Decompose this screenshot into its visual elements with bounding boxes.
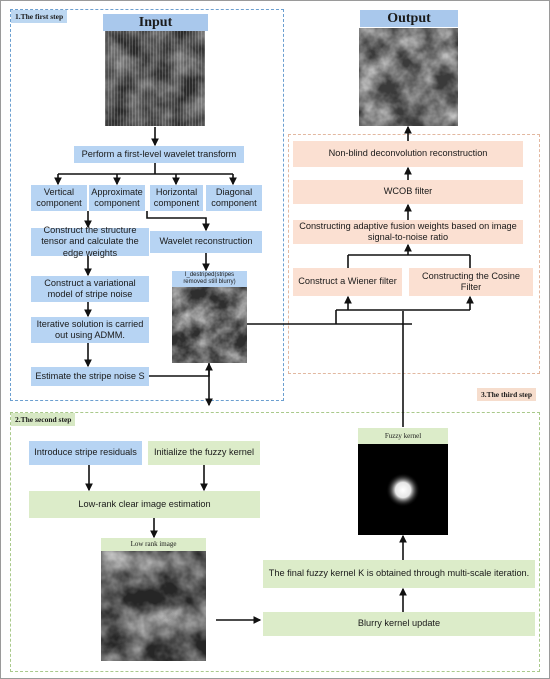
input-title: Input (103, 14, 208, 31)
admm-box: Iterative solution is carried out using … (31, 317, 149, 343)
output-title: Output (360, 10, 458, 27)
output-image (359, 28, 458, 126)
wavelet-transform-box: Perform a first-level wavelet transform (74, 146, 244, 163)
nonblind-deconvolution-box: Non-blind deconvolution reconstruction (293, 141, 523, 167)
low-rank-caption: Low rank image (101, 538, 206, 551)
wavelet-reconstruction-box: Wavelet reconstruction (150, 231, 262, 253)
horizontal-component-box: Horizontal component (150, 185, 203, 211)
initialize-kernel-box: Initialize the fuzzy kernel (148, 441, 260, 465)
first-step-panel (10, 9, 284, 401)
destriped-caption: I_destriped(stripes removed still blurry… (172, 271, 247, 287)
diagonal-component-box: Diagonal component (206, 185, 262, 211)
fuzzy-kernel-image (358, 444, 448, 535)
third-step-panel (288, 134, 540, 374)
blurry-kernel-update-box: Blurry kernel update (263, 612, 535, 636)
fuzzy-kernel-caption: Fuzzy kernel (358, 428, 448, 444)
first-step-label: 1.The first step (11, 10, 68, 23)
variational-model-box: Construct a variational model of stripe … (31, 276, 149, 302)
stripe-residuals-box: Introduce stripe residuals (29, 441, 142, 465)
approximate-component-box: Approximate component (89, 185, 145, 211)
third-step-label: 3.The third step (477, 388, 537, 401)
estimate-stripe-noise-box: Estimate the stripe noise S (31, 367, 149, 386)
second-step-label: 2.The second step (11, 413, 76, 426)
vertical-component-box: Vertical component (31, 185, 87, 211)
wiener-filter-box: Construct a Wiener filter (293, 268, 402, 296)
low-rank-image (101, 551, 206, 661)
input-image (105, 31, 205, 126)
low-rank-estimation-box: Low-rank clear image estimation (29, 491, 260, 518)
second-step-panel (10, 412, 540, 672)
cosine-filter-box: Constructing the Cosine Filter (409, 268, 533, 296)
adaptive-fusion-weights-box: Constructing adaptive fusion weights bas… (293, 220, 523, 244)
final-fuzzy-kernel-box: The final fuzzy kernel K is obtained thr… (263, 560, 535, 588)
wcob-filter-box: WCOB filter (293, 180, 523, 204)
destriped-image (172, 287, 247, 363)
structure-tensor-box: Construct the structure tensor and calcu… (31, 225, 149, 258)
